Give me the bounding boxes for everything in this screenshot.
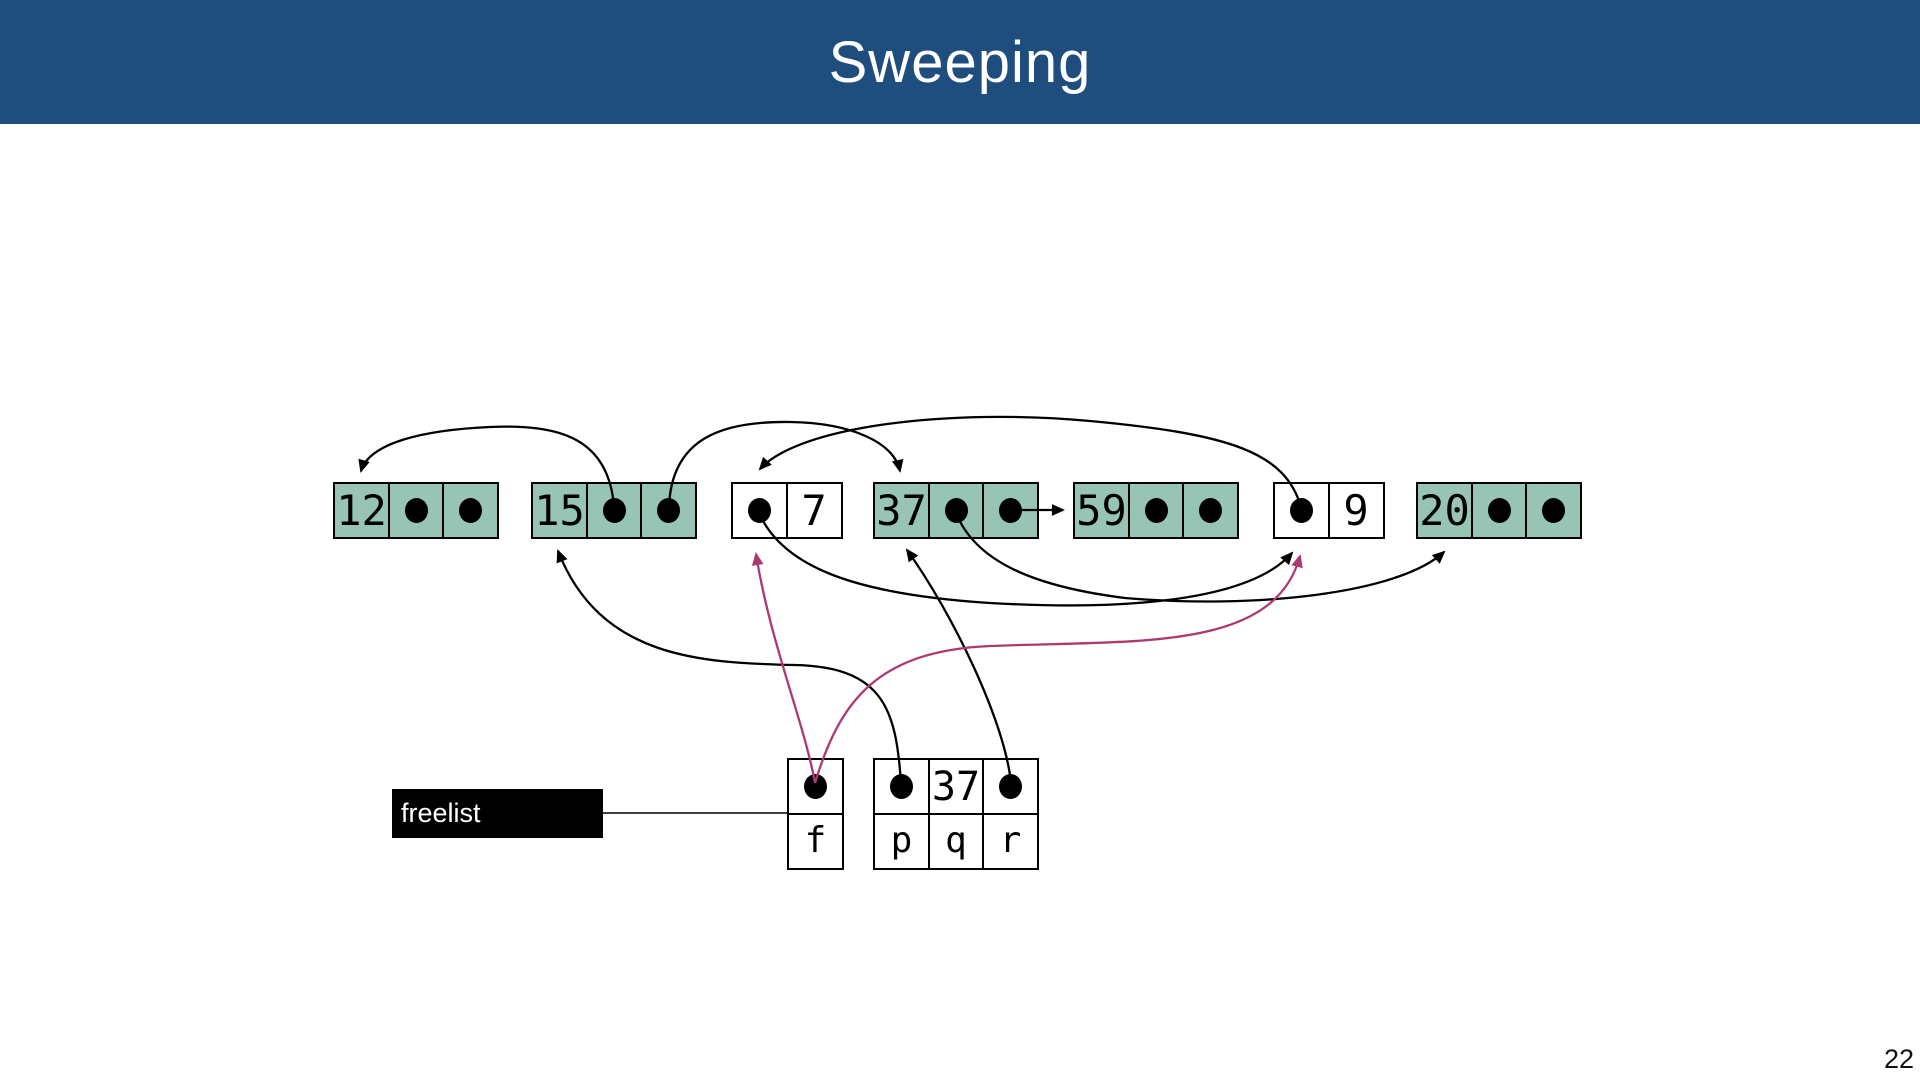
var-r-label: r [999, 820, 1022, 861]
block-size-label: 9 [1343, 485, 1369, 535]
size-cell: 12 [333, 482, 390, 539]
pointer-dot-icon [1542, 498, 1565, 523]
heap-block-20: 20 [1416, 482, 1582, 539]
pointer-cell-r [982, 758, 1039, 815]
pointer-cell [1470, 482, 1528, 539]
freelist-label-box: freelist [392, 789, 603, 838]
pointer-cell [731, 482, 788, 539]
block-size-label: 37 [876, 485, 927, 535]
pointer-cell [1525, 482, 1582, 539]
roots-box: 37 p q r [873, 758, 1039, 870]
heap-block-12: 12 [333, 482, 499, 539]
title-bar: Sweeping [0, 0, 1920, 124]
value-cell-q: 37 [927, 758, 985, 815]
pointer-cell [927, 482, 985, 539]
pointer-cell [387, 482, 445, 539]
heap-block-9: 9 [1273, 482, 1385, 539]
pointer-cell-p [873, 758, 930, 815]
pointer-dot-icon [459, 498, 482, 523]
size-cell: 7 [785, 482, 843, 539]
edge-r-to-block37 [905, 548, 1013, 784]
heap-block-59: 59 [1073, 482, 1239, 539]
var-label-cell-q: q [927, 812, 985, 870]
var-q-label: q [945, 820, 967, 861]
size-cell: 15 [531, 482, 588, 539]
pointer-dot-icon [944, 498, 968, 523]
block-size-label: 7 [801, 485, 827, 535]
size-cell: 20 [1416, 482, 1473, 539]
q-value: 37 [931, 763, 981, 810]
edge-f-to-block9 [813, 554, 1303, 784]
var-label-cell-f: f [787, 812, 844, 870]
var-f-label: f [804, 820, 827, 861]
pointer-dot-icon [804, 774, 827, 799]
pointer-dot-icon [999, 498, 1022, 523]
size-cell: 37 [873, 482, 930, 539]
pointer-dot-icon [1487, 498, 1511, 523]
pointer-cell [1182, 482, 1239, 539]
pointer-dot-icon [404, 498, 428, 523]
pointer-cell-f [787, 758, 844, 815]
var-p-label: p [890, 820, 913, 861]
block-size-label: 15 [534, 485, 585, 535]
pointer-cell [640, 482, 697, 539]
pointer-dot-icon [748, 498, 771, 523]
pointer-dot-icon [1144, 498, 1168, 523]
pointer-dot-icon [999, 774, 1022, 799]
block-size-label: 20 [1419, 485, 1470, 535]
heap-block-37: 37 [873, 482, 1039, 539]
page-title: Sweeping [828, 29, 1092, 95]
page-number: 22 [1883, 1044, 1914, 1074]
pointer-dot-icon [657, 498, 680, 523]
block-size-label: 12 [336, 485, 387, 535]
pointer-dot-icon [1290, 498, 1313, 523]
size-cell: 59 [1073, 482, 1130, 539]
var-label-cell-r: r [982, 812, 1039, 870]
block-size-label: 59 [1076, 485, 1127, 535]
pointer-cell [982, 482, 1039, 539]
freelist-head-box: f [787, 758, 844, 870]
pointer-cell [1127, 482, 1185, 539]
pointer-cell [1273, 482, 1330, 539]
pointer-dot-icon [1199, 498, 1222, 523]
var-label-cell-p: p [873, 812, 930, 870]
edge-p-to-block15 [556, 549, 903, 784]
pointer-cell [442, 482, 499, 539]
pointer-dot-icon [602, 498, 626, 523]
pointer-dot-icon [890, 774, 913, 799]
size-cell: 9 [1327, 482, 1385, 539]
heap-block-7: 7 [731, 482, 843, 539]
edge-f-to-block7 [751, 552, 817, 784]
pointer-cell [585, 482, 643, 539]
heap-block-15: 15 [531, 482, 697, 539]
freelist-label: freelist [401, 798, 481, 828]
